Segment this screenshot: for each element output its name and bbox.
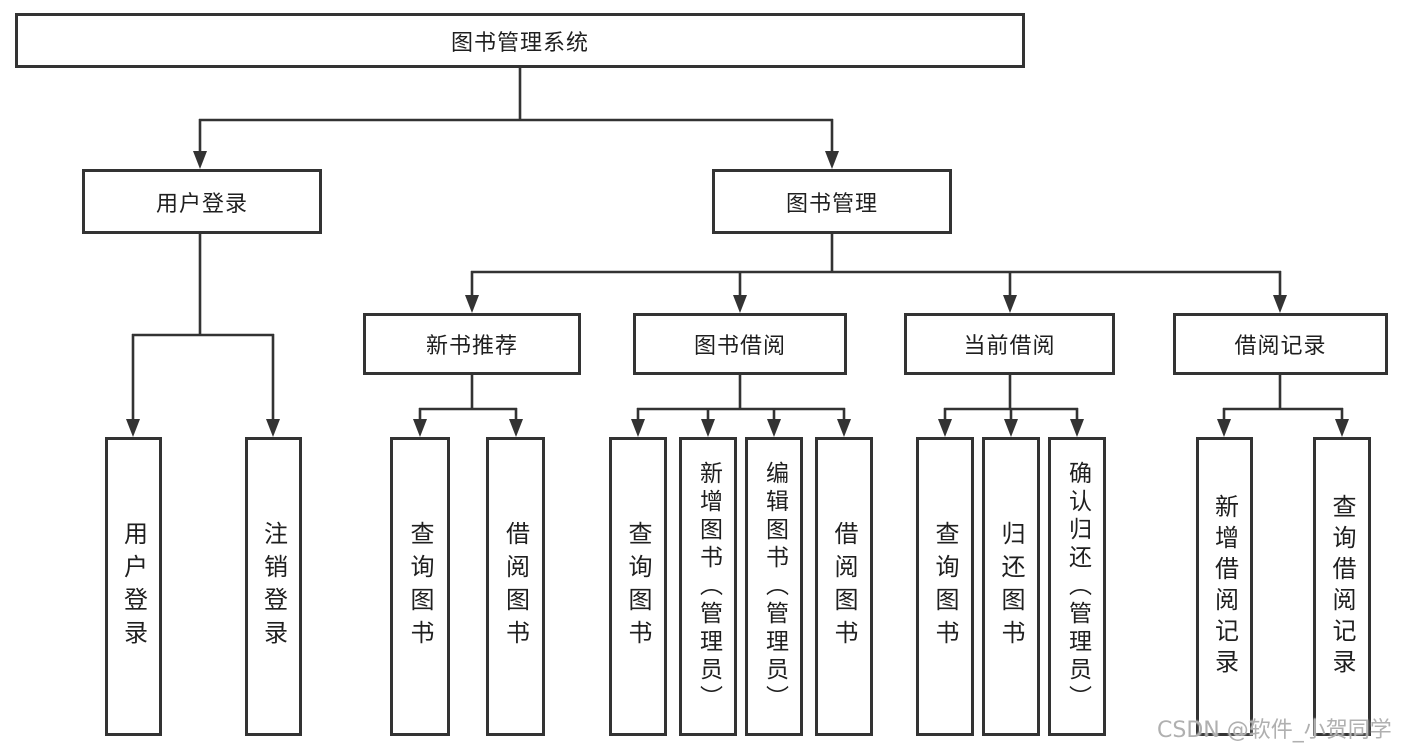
leaf-label: 借阅图书 xyxy=(501,520,530,653)
leaf-borrow-books-recommend: 借阅图书 xyxy=(486,437,545,736)
node-label: 新书推荐 xyxy=(425,334,518,359)
leaf-label: 查询图书 xyxy=(931,520,959,653)
leaf-query-books-recommend: 查询图书 xyxy=(390,437,450,736)
leaf-label: 注销登录 xyxy=(259,520,288,653)
leaf-confirm-return-admin: 确认归还（管理员） xyxy=(1048,437,1106,736)
node-label: 借阅记录 xyxy=(1234,334,1327,359)
leaf-query-books-borrow: 查询图书 xyxy=(609,437,667,736)
leaf-add-books-admin: 新增图书（管理员） xyxy=(679,437,737,736)
node-label: 图书管理系统 xyxy=(450,30,589,56)
csdn-watermark: CSDN @软件_小贺同学 xyxy=(1157,718,1392,743)
node-current-borrow: 当前借阅 xyxy=(904,313,1115,375)
leaf-label: 确认归还（管理员） xyxy=(1064,460,1091,713)
node-label: 图书借阅 xyxy=(693,334,786,359)
leaf-label: 新增借阅记录 xyxy=(1210,493,1239,680)
leaf-label: 查询借阅记录 xyxy=(1328,493,1356,680)
node-book-management: 图书管理 xyxy=(712,169,952,234)
node-borrow-records: 借阅记录 xyxy=(1173,313,1388,375)
leaf-label: 查询图书 xyxy=(406,520,434,653)
arrowhead-icons xyxy=(126,151,1349,437)
leaf-query-books-current: 查询图书 xyxy=(916,437,974,736)
node-label: 图书管理 xyxy=(785,191,878,217)
leaf-user-login: 用户登录 xyxy=(105,437,162,736)
leaf-label: 编辑图书（管理员） xyxy=(761,460,788,713)
leaf-query-borrow-record: 查询借阅记录 xyxy=(1313,437,1371,736)
leaf-borrow-books: 借阅图书 xyxy=(815,437,873,736)
leaf-edit-books-admin: 编辑图书（管理员） xyxy=(745,437,803,736)
leaf-label: 查询图书 xyxy=(624,520,652,653)
leaf-label: 借阅图书 xyxy=(830,520,858,653)
leaf-label: 新增图书（管理员） xyxy=(695,460,722,713)
node-user-login: 用户登录 xyxy=(82,169,322,234)
leaf-label: 归还图书 xyxy=(997,520,1025,653)
leaf-return-books: 归还图书 xyxy=(982,437,1040,736)
node-new-book-recommend: 新书推荐 xyxy=(363,313,581,375)
node-book-borrow: 图书借阅 xyxy=(633,313,847,375)
leaf-add-borrow-record: 新增借阅记录 xyxy=(1196,437,1253,736)
node-label: 用户登录 xyxy=(155,191,248,217)
leaf-label: 用户登录 xyxy=(119,520,148,653)
node-root-system: 图书管理系统 xyxy=(15,13,1025,68)
node-label: 当前借阅 xyxy=(963,334,1056,359)
leaf-logout: 注销登录 xyxy=(245,437,302,736)
